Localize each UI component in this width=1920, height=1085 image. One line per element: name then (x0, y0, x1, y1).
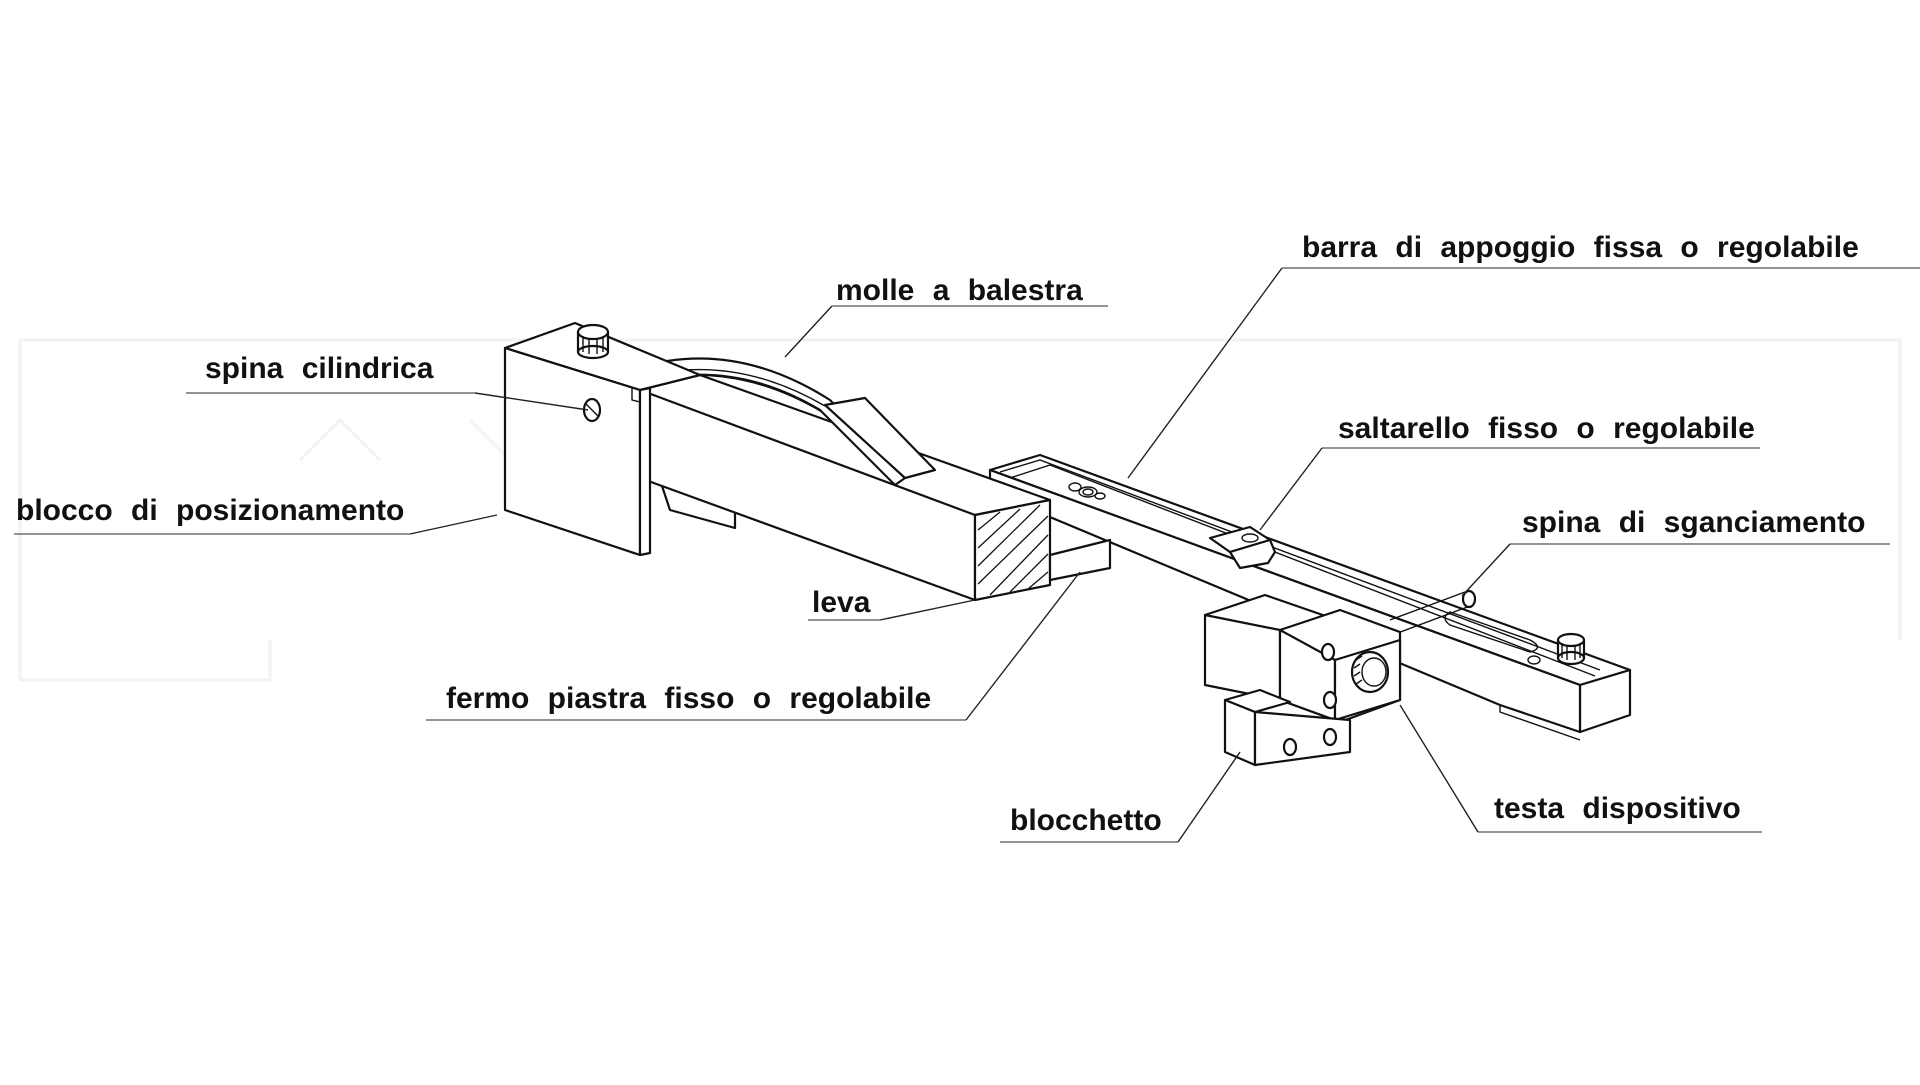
label-testa-dispositivo: testa dispositivo (1494, 792, 1741, 825)
label-spina-cilindrica: spina cilindrica (205, 352, 434, 385)
label-molle-a-balestra: molle a balestra (836, 274, 1083, 307)
label-barra-di-appoggio: barra di appoggio fissa o regolabile (1302, 231, 1859, 264)
label-leva: leva (812, 586, 871, 619)
positioning-block (503, 321, 702, 557)
end-knob (1556, 632, 1586, 666)
leader-lines (14, 267, 1920, 843)
labels: spina cilindrica molle a balestra barra … (16, 231, 1865, 837)
label-blocchetto: blocchetto (1010, 804, 1162, 837)
label-fermo-piastra: fermo piastra fisso o regolabile (446, 682, 931, 715)
label-blocco-di-posizionamento: blocco di posizionamento (16, 494, 404, 527)
background-watermark (18, 338, 1902, 682)
jumper-block (1208, 525, 1277, 570)
release-pin (1389, 589, 1477, 635)
label-spina-di-sganciamento: spina di sganciamento (1522, 506, 1865, 539)
label-saltarello: saltarello fisso o regolabile (1338, 412, 1755, 445)
section-hatch (977, 504, 1049, 596)
device-head (1203, 593, 1402, 724)
small-block (1223, 688, 1352, 767)
